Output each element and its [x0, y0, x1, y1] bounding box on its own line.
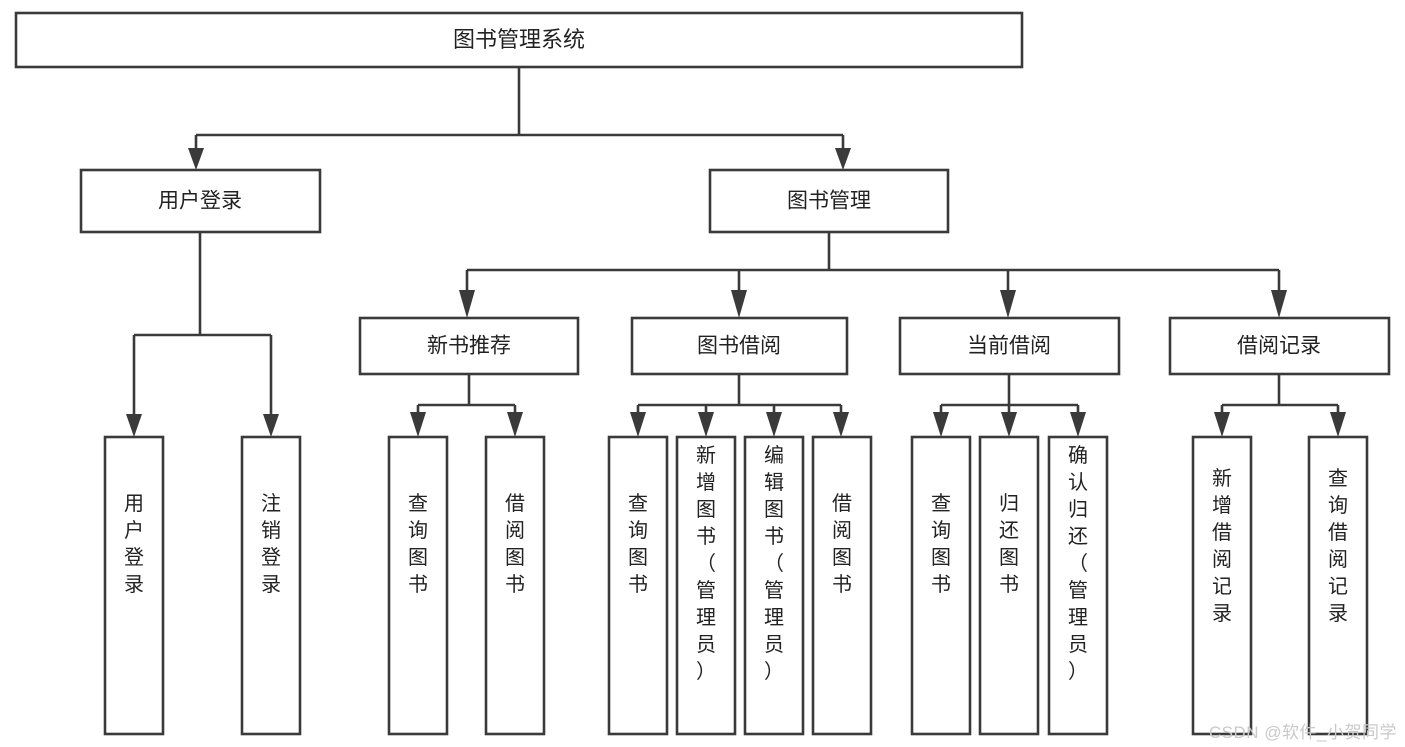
arrow-head-icon [126, 414, 142, 437]
node-leaf-borrow-book-1-label: 借阅图书 [505, 492, 525, 596]
connector-book-borrow-to-leaves [630, 374, 849, 437]
connector-book-manage-to-level3 [459, 232, 1287, 318]
connector-current-borrow-to-leaves [933, 374, 1086, 437]
arrow-head-icon [1271, 290, 1287, 318]
node-leaf-borrow-book-1-box[interactable] [484, 435, 546, 736]
node-book-manage[interactable]: 图书管理 [708, 168, 950, 234]
node-borrow-record-box[interactable] [1168, 316, 1391, 376]
arrow-head-icon [698, 412, 714, 437]
arrow-head-icon [835, 148, 851, 170]
arrow-head-icon [507, 412, 523, 437]
node-borrow-record[interactable]: 借阅记录 [1168, 316, 1391, 376]
arrow-head-icon [459, 290, 475, 318]
node-user-login-label: 用户登录 [158, 190, 242, 213]
arrow-head-icon [1000, 290, 1016, 318]
node-borrow-record-label: 借阅记录 [1237, 335, 1321, 358]
node-leaf-add-book[interactable]: 新增图书（管理员） [675, 435, 737, 736]
arrow-head-icon [1330, 412, 1346, 437]
connector-root-to-level2 [188, 67, 851, 170]
node-book-borrow[interactable]: 图书借阅 [630, 316, 849, 376]
node-leaf-add-book-label: 新增图书（管理员） [696, 444, 716, 683]
arrow-head-icon [1214, 412, 1230, 437]
arrow-head-icon [263, 414, 279, 437]
node-leaf-query-book-3-box[interactable] [910, 435, 972, 736]
node-book-borrow-box[interactable] [630, 316, 849, 376]
node-new-book-recommend-label: 新书推荐 [427, 335, 511, 358]
arrow-head-icon [1070, 412, 1086, 437]
node-leaf-query-book-2-box[interactable] [607, 435, 669, 736]
arrow-head-icon [833, 412, 849, 437]
node-book-manage-box[interactable] [708, 168, 950, 234]
node-leaf-logout-login-label: 注销登录 [261, 492, 281, 596]
arrow-head-icon [1001, 412, 1017, 437]
node-new-book-recommend[interactable]: 新书推荐 [358, 316, 580, 376]
arrow-head-icon [731, 290, 747, 318]
node-user-login[interactable]: 用户登录 [79, 168, 322, 234]
node-leaf-return-book-label: 归还图书 [999, 492, 1019, 596]
arrow-head-icon [933, 412, 949, 437]
node-current-borrow[interactable]: 当前借阅 [898, 316, 1121, 376]
arrow-head-icon [630, 412, 646, 437]
node-leaf-add-record-box[interactable] [1191, 435, 1253, 736]
node-leaf-query-book-2[interactable]: 查询图书 [607, 435, 669, 736]
node-leaf-borrow-book-1[interactable]: 借阅图书 [484, 435, 546, 736]
node-leaf-query-book-1-box[interactable] [387, 435, 449, 736]
arrow-head-icon [188, 148, 204, 170]
node-leaf-query-record-box[interactable] [1307, 435, 1369, 736]
connector-new-book-recommend-to-leaves [410, 374, 523, 437]
node-leaf-user-login-label: 用户登录 [124, 493, 144, 596]
node-book-borrow-label: 图书借阅 [697, 335, 781, 358]
node-leaf-borrow-book-2[interactable]: 借阅图书 [811, 435, 873, 736]
node-leaf-add-record-label: 新增借阅记录 [1212, 467, 1232, 625]
node-leaf-confirm-return[interactable]: 确认归还（管理员） [1047, 435, 1109, 736]
node-current-borrow-box[interactable] [898, 316, 1121, 376]
node-leaf-query-book-3-label: 查询图书 [931, 492, 951, 596]
node-leaf-confirm-return-box[interactable] [1047, 435, 1109, 736]
node-leaf-edit-book-box[interactable] [743, 435, 805, 736]
node-leaf-add-record[interactable]: 新增借阅记录 [1191, 435, 1253, 736]
node-leaf-user-login[interactable]: 用户登录 [103, 435, 165, 736]
node-leaf-query-book-1-label: 查询图书 [408, 492, 428, 596]
node-new-book-recommend-box[interactable] [358, 316, 580, 376]
node-leaf-query-record-label: 查询借阅记录 [1328, 467, 1348, 625]
node-leaf-borrow-book-2-label: 借阅图书 [832, 492, 852, 596]
arrow-head-icon [410, 412, 426, 437]
node-leaf-edit-book[interactable]: 编辑图书（管理员） [743, 435, 805, 736]
node-root[interactable]: 图书管理系统 [14, 11, 1024, 69]
node-leaf-add-book-box[interactable] [675, 435, 737, 736]
connector-user-login-to-leaves [126, 232, 279, 437]
node-leaf-confirm-return-label: 确认归还（管理员） [1068, 444, 1088, 683]
node-root-box[interactable] [14, 11, 1024, 69]
node-leaf-query-record[interactable]: 查询借阅记录 [1307, 435, 1369, 736]
node-leaf-query-book-3[interactable]: 查询图书 [910, 435, 972, 736]
arrow-head-icon [766, 412, 782, 437]
node-root-label: 图书管理系统 [453, 27, 585, 52]
node-book-manage-label: 图书管理 [787, 190, 871, 213]
node-leaf-user-login-box[interactable] [103, 435, 165, 736]
node-leaf-edit-book-label: 编辑图书（管理员） [764, 444, 784, 683]
node-leaf-query-book-2-label: 查询图书 [628, 492, 648, 596]
node-current-borrow-label: 当前借阅 [967, 335, 1051, 358]
node-leaf-logout-login-box[interactable] [240, 435, 302, 736]
node-leaf-query-book-1[interactable]: 查询图书 [387, 435, 449, 736]
node-leaf-return-book-box[interactable] [978, 435, 1040, 736]
node-leaf-logout-login[interactable]: 注销登录 [240, 435, 302, 736]
node-leaf-return-book[interactable]: 归还图书 [978, 435, 1040, 736]
node-leaf-borrow-book-2-box[interactable] [811, 435, 873, 736]
node-user-login-box[interactable] [79, 168, 322, 234]
connector-borrow-record-to-leaves [1214, 374, 1346, 437]
